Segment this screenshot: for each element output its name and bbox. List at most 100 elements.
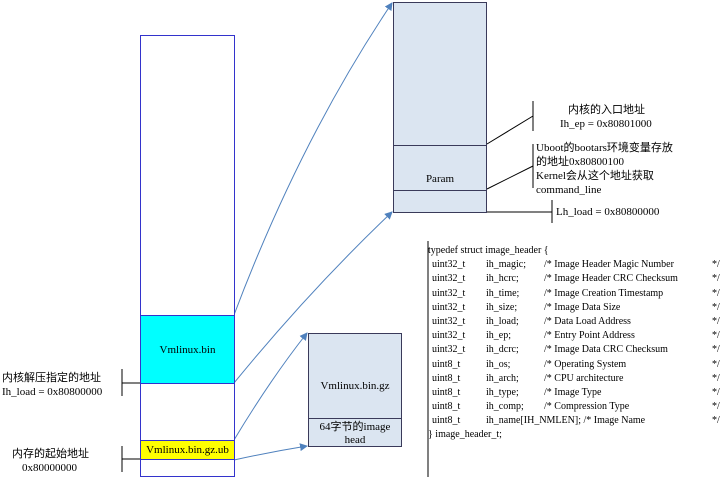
struct-field-row: uint32_t ih_hcrc; /* Image Header CRC Chec… — [430, 272, 720, 286]
vmlinux-bin-gz-box: Vmlinux.bin.gz 64字节的image head — [308, 333, 402, 447]
struct-field-row: uint8_t ih_os; /* Operating System */ — [430, 358, 720, 372]
arrow-gzub-top-to-gz-top — [233, 332, 308, 441]
struct-field-row: uint32_t ih_magic; /* Image Header Magic N… — [430, 258, 720, 272]
struct-field-row: uint32_t ih_time; /* Image Creation Timest… — [430, 287, 720, 301]
struct-field-rest: ih_name[IH_NMLEN]; /* Image Name — [486, 415, 646, 427]
image-head-line1: 64字节的image — [319, 421, 391, 433]
struct-last-field-row: uint8_t ih_name[IH_NMLEN]; /* Image Name… — [430, 414, 720, 428]
struct-field-type: uint32_t — [432, 315, 466, 327]
vmlinux-bin-gz-ub-label: Vmlinux.bin.gz.ub — [146, 444, 229, 456]
lhload-callout-lines — [487, 200, 553, 223]
entry-line2: Ih_ep = 0x80801000 — [560, 118, 652, 130]
struct-field-name: ih_ep; — [486, 330, 511, 342]
struct-field-name: ih_os; — [486, 358, 511, 370]
struct-field-comment: /* Operating System — [544, 358, 627, 370]
struct-field-row: uint32_t ih_dcrc; /* Image Data CRC Checks… — [430, 343, 720, 357]
struct-field-type: uint32_t — [432, 330, 466, 342]
vmlinux-bin-block: Vmlinux.bin — [140, 315, 235, 384]
mem-start-callout-lines — [121, 446, 140, 472]
bootargs-line2: 的地址0x80800100 — [536, 156, 624, 168]
struct-field-name: ih_hcrc; — [486, 273, 519, 285]
struct-field-end: */ — [712, 386, 720, 398]
bootargs-line4: command_line — [536, 184, 602, 196]
struct-field-comment: /* Image Header CRC Checksum — [544, 273, 678, 285]
bootargs-line1: Uboot的bootars环境变量存放 — [536, 142, 673, 154]
struct-field-name: ih_comp; — [486, 401, 524, 413]
param-column: Param — [393, 2, 487, 213]
struct-field-name: ih_size; — [486, 301, 518, 313]
struct-field-comment: /* Image Type — [544, 386, 602, 398]
struct-field-name: ih_arch; — [486, 372, 519, 384]
arrow-bin-bottom-to-param-bottom — [233, 211, 393, 384]
struct-field-type: uint8_t — [432, 415, 461, 427]
struct-field-end: */ — [712, 330, 720, 342]
decompress-annotation: 内核解压指定的地址 Ih_load = 0x80800000 — [2, 371, 102, 399]
struct-field-name: ih_type; — [486, 386, 519, 398]
struct-field-row: uint32_t ih_load; /* Data Load Address */ — [430, 315, 720, 329]
struct-field-type: uint8_t — [432, 372, 461, 384]
lhload-line: Lh_load = 0x80800000 — [556, 206, 660, 218]
struct-field-name: ih_dcrc; — [486, 344, 519, 356]
mem-start-line1: 内存的起始地址 — [12, 448, 89, 460]
struct-field-end: */ — [712, 344, 720, 356]
struct-field-type: uint8_t — [432, 358, 461, 370]
decompress-line2: Ih_load = 0x80800000 — [2, 386, 103, 398]
struct-field-row: uint8_t ih_arch; /* CPU architecture */ — [430, 372, 720, 386]
decompress-line1: 内核解压指定的地址 — [2, 372, 101, 384]
struct-field-end: */ — [712, 273, 720, 285]
mem-start-annotation: 内存的起始地址 0x80000000 — [12, 447, 89, 475]
struct-field-end: */ — [712, 358, 720, 370]
arrow-bin-top-to-param-top — [233, 2, 393, 316]
struct-field-comment: /* Image Header Magic Number — [544, 259, 674, 271]
entry-line1: 内核的入口地址 — [568, 104, 645, 116]
struct-field-comment: /* Image Data CRC Checksum — [544, 344, 668, 356]
vmlinux-bin-gz-label: Vmlinux.bin.gz — [320, 380, 390, 392]
struct-field-end: */ — [712, 301, 720, 313]
struct-header-row: typedef struct image_header { — [428, 244, 720, 258]
struct-field-name: ih_load; — [486, 315, 519, 327]
arrow-gzub-bottom-to-head-bottom — [233, 443, 308, 461]
bootargs-annotation: Uboot的bootars环境变量存放 的地址0x80800100 Kernel… — [536, 141, 673, 197]
struct-field-end: */ — [712, 372, 720, 384]
struct-field-type: uint32_t — [432, 273, 466, 285]
struct-field-end: */ — [712, 259, 720, 271]
struct-field-type: uint32_t — [432, 287, 466, 299]
struct-field-row: uint32_t ih_size; /* Image Data Size */ — [430, 301, 720, 315]
struct-field-type: uint32_t — [432, 344, 466, 356]
struct-field-comment: /* Data Load Address — [544, 315, 631, 327]
entry-annotation: 内核的入口地址 Ih_ep = 0x80801000 — [560, 103, 652, 131]
struct-field-type: uint32_t — [432, 259, 466, 271]
struct-footer-row: } image_header_t; — [428, 428, 720, 442]
image-head-line2: head — [344, 434, 366, 446]
struct-field-row: uint32_t ih_ep; /* Entry Point Address */ — [430, 329, 720, 343]
struct-field-comment: /* Image Creation Timestamp — [544, 287, 664, 299]
vmlinux-bin-label: Vmlinux.bin — [159, 343, 216, 356]
struct-fields: uint32_t ih_magic; /* Image Header Magic N… — [430, 258, 720, 414]
struct-field-name: ih_magic; — [486, 259, 526, 271]
struct-field-end: */ — [712, 401, 720, 413]
struct-field-comment: /* Entry Point Address — [544, 330, 635, 342]
lhload-annotation: Lh_load = 0x80800000 — [556, 205, 659, 219]
param-divider-bottom — [394, 190, 486, 191]
memory-column — [140, 35, 235, 477]
param-label: Param — [425, 173, 455, 185]
struct-field-end: */ — [712, 315, 720, 327]
bootargs-line3: Kernel会从这个地址获取 — [536, 170, 654, 182]
struct-field-comment: /* Image Data Size — [544, 301, 621, 313]
param-divider-top — [394, 145, 486, 146]
struct-field-type: uint32_t — [432, 301, 466, 313]
struct-field-name: ih_time; — [486, 287, 520, 299]
vmlinux-bin-gz-ub-block: Vmlinux.bin.gz.ub — [140, 440, 235, 460]
struct-field-comment: /* CPU architecture — [544, 372, 624, 384]
struct-header: typedef struct image_header { — [428, 245, 549, 256]
struct-field-end: */ — [712, 415, 720, 427]
struct-field-comment: /* Compression Type — [544, 401, 630, 413]
bootargs-callout-lines — [486, 144, 534, 190]
struct-field-end: */ — [712, 287, 720, 299]
image-head-block: 64字节的image head — [309, 418, 401, 446]
decompress-callout-lines — [121, 369, 140, 396]
